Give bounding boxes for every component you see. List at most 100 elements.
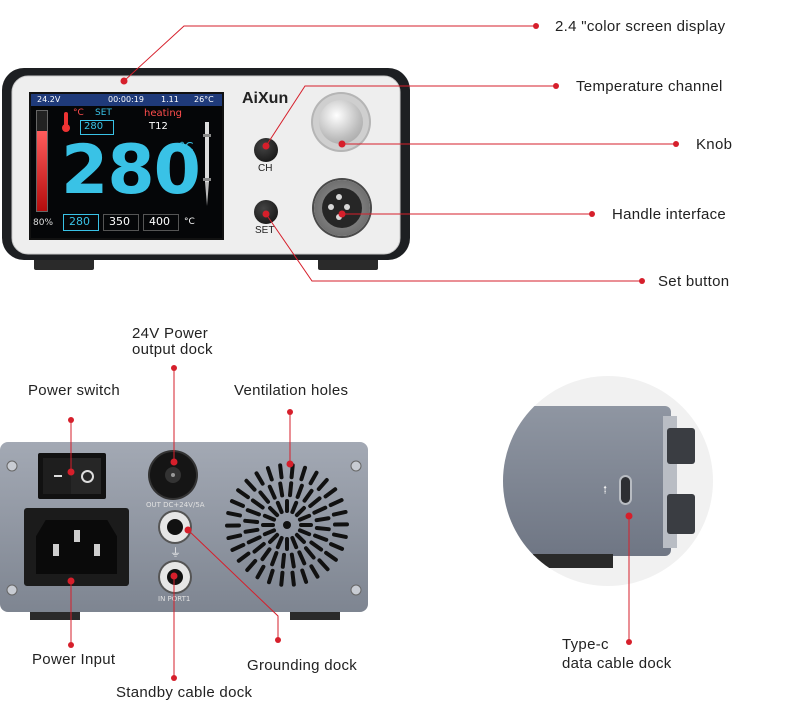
screen-set-label: SET xyxy=(95,108,112,118)
screen-version: 1.11 xyxy=(161,95,179,104)
power-bar-fill xyxy=(37,131,47,211)
vent-slot xyxy=(295,483,304,499)
screen-status: heating xyxy=(144,108,183,119)
callout-standby: Standby cable dock xyxy=(116,684,253,701)
vent-slot xyxy=(243,527,260,534)
front-view: 24.2V 00:00:19 1.11 26°C 80% °C SET 280 … xyxy=(0,66,412,272)
vent-slot xyxy=(229,499,245,508)
callout-handle-interface: Handle interface xyxy=(612,206,727,223)
callout-temperature-channel: Temperature channel xyxy=(576,78,723,95)
thermometer-icon xyxy=(62,112,70,132)
vent-slot xyxy=(297,528,312,537)
vent-slot xyxy=(280,552,287,569)
vent-slot xyxy=(332,532,348,539)
preset-2: 350 xyxy=(109,215,130,228)
vent-slot xyxy=(314,525,331,532)
usb-icon: ⭫ xyxy=(603,483,608,497)
callout-ventilation: Ventilation holes xyxy=(234,382,349,399)
vent-slot xyxy=(313,533,329,542)
vent-slot xyxy=(312,505,328,515)
vent-slot xyxy=(243,518,260,525)
vent-slot xyxy=(289,463,295,480)
vent-slot xyxy=(294,506,306,518)
callout-power-input: Power Input xyxy=(32,651,116,668)
vent-slot xyxy=(254,471,265,486)
preset-3: 400 xyxy=(149,215,170,228)
vent-slot xyxy=(244,478,257,492)
vent-slot xyxy=(245,508,261,517)
vent-slot xyxy=(316,478,329,492)
ch-button-label: CH xyxy=(258,163,273,174)
power-inlet[interactable] xyxy=(24,508,129,586)
preset-box-2 xyxy=(103,214,139,231)
vent-slot xyxy=(297,550,307,566)
vent-slot xyxy=(290,535,299,550)
vent-slot xyxy=(236,488,250,500)
screen-temp-unit: °C xyxy=(179,140,194,154)
vent-slot xyxy=(329,542,345,551)
power-switch[interactable] xyxy=(38,453,106,499)
screen-voltage: 24.2V xyxy=(37,95,61,104)
vent-slot xyxy=(279,570,285,587)
vent-slot xyxy=(317,558,330,572)
vent-slot xyxy=(299,465,308,482)
lcd-screen: 24.2V 00:00:19 1.11 26°C 80% °C SET 280 … xyxy=(29,92,224,240)
usb-c-port[interactable] xyxy=(621,477,630,503)
vent-slot xyxy=(323,487,338,499)
preset-box-3 xyxy=(143,214,179,231)
set-button[interactable] xyxy=(254,200,278,224)
vent-slot xyxy=(297,513,312,522)
callout-typec-line2: data cable dock xyxy=(562,655,672,672)
preset-1: 280 xyxy=(69,215,90,228)
vent-slot xyxy=(278,481,285,498)
grounding-dock[interactable] xyxy=(160,512,190,542)
vent-slot xyxy=(262,513,277,522)
vent-slot xyxy=(324,550,338,562)
vent-slot xyxy=(303,546,316,560)
vent-slot xyxy=(309,540,324,552)
handle-connector[interactable] xyxy=(314,180,370,236)
screen-unit-label: °C xyxy=(73,108,84,118)
soldering-iron-icon xyxy=(203,122,211,206)
dc-output-jack[interactable] xyxy=(150,452,196,498)
callout-power-switch: Power switch xyxy=(28,382,120,399)
vent-slot xyxy=(300,568,309,584)
screen-temperature: 280 xyxy=(61,131,201,210)
dc-output-print: OUT DC+24V/5A xyxy=(146,501,205,509)
screen-timer: 00:00:19 xyxy=(108,95,144,104)
vent-slot xyxy=(309,564,320,579)
callout-typec-line1: Type-c xyxy=(562,636,609,653)
vent-slot xyxy=(302,488,314,503)
vent-slot xyxy=(265,466,274,482)
power-percent: 80% xyxy=(33,218,54,228)
vent-slot xyxy=(290,570,296,587)
standby-dock[interactable] xyxy=(160,562,190,592)
vent-slot xyxy=(278,463,284,480)
screen-tip-model: T12 xyxy=(149,121,168,132)
vent-slot xyxy=(308,470,319,486)
vent-slot xyxy=(308,496,322,509)
vent-slot xyxy=(328,498,344,508)
screen-ambient: 26°C xyxy=(194,95,214,104)
rear-view: OUT DC+24V/5A ⏚ IN PORT1 xyxy=(0,440,370,622)
vent-slot xyxy=(289,552,296,569)
vent-slot xyxy=(287,481,294,498)
vent-slot xyxy=(275,500,284,515)
preset-unit: °C xyxy=(184,217,195,227)
set-button-label: SET xyxy=(255,225,275,236)
callout-screen: 2.4 "color screen display xyxy=(555,18,726,35)
vent-slot xyxy=(290,500,299,515)
callout-knob: Knob xyxy=(696,136,733,153)
vent-slot xyxy=(331,509,348,517)
vent-slot xyxy=(314,516,331,523)
preset-box-1 xyxy=(63,214,99,231)
vent-slot xyxy=(226,511,242,518)
knob[interactable] xyxy=(313,94,369,150)
vent-slot xyxy=(258,490,271,504)
callout-set-button: Set button xyxy=(658,273,730,290)
power-bar xyxy=(36,110,48,212)
vent-slot xyxy=(250,498,265,510)
vent-slot xyxy=(294,532,306,544)
callout-grounding: Grounding dock xyxy=(247,657,358,674)
ch-button[interactable] xyxy=(254,138,278,162)
